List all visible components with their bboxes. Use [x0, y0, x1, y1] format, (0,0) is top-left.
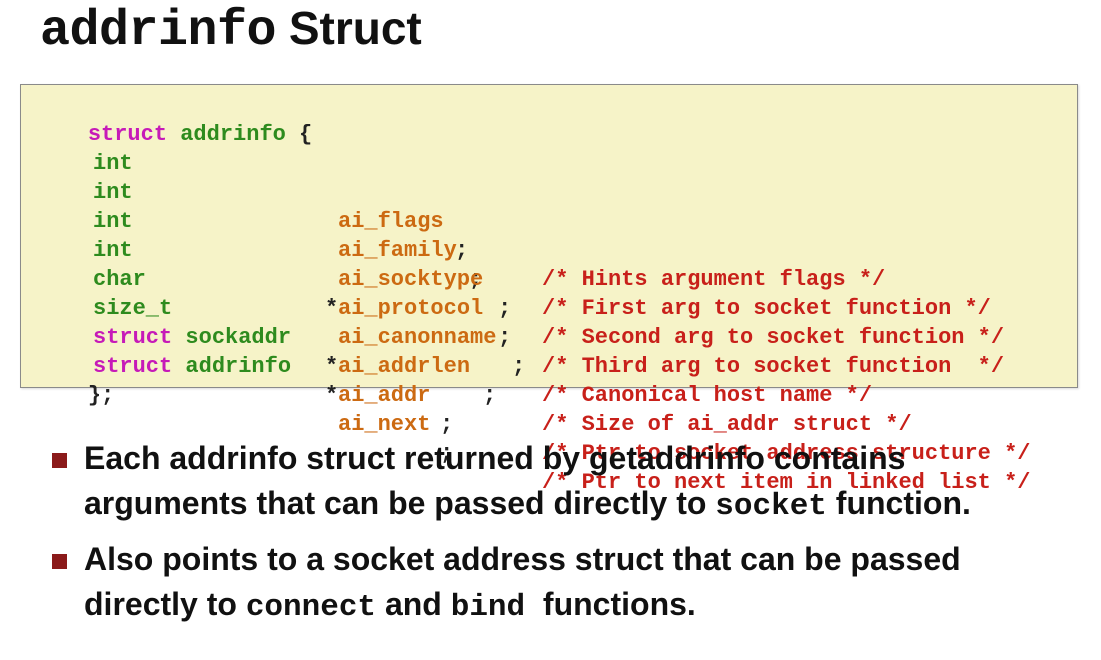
- code-semicolon: ;: [455, 238, 469, 263]
- code-field: ai_family: [338, 238, 457, 263]
- code-type: int: [93, 180, 133, 205]
- title-suffix: Struct: [276, 2, 422, 54]
- code-comment: /* Ptr to next item in linked list */: [542, 470, 1031, 495]
- code-type: size_t: [93, 296, 173, 321]
- code-type: char: [93, 267, 146, 292]
- code-field: ai_socktype: [338, 267, 484, 292]
- bullet-text: Also points to a socket address struct t…: [84, 541, 961, 577]
- code-keyword: struct: [93, 354, 173, 379]
- bullet-item: Also points to a socket address struct t…: [50, 537, 1090, 630]
- code-comment: /* Second arg to socket function */: [542, 325, 1005, 350]
- code-type-group: struct sockaddr: [93, 323, 291, 352]
- code-semicolon: ;: [469, 267, 483, 292]
- code-block: struct addrinfo { int ai_flags ; /* Hint…: [20, 84, 1078, 495]
- code-semicolon: ;: [440, 412, 454, 437]
- bullet-code-term: connect: [245, 590, 377, 625]
- code-line-ai-canonname: char * ai_canonname ; /* Canonical host …: [35, 236, 872, 408]
- square-bullet-icon: [52, 554, 67, 569]
- code-comment: /* Ptr to socket address structure */: [542, 441, 1031, 466]
- bullet-text: Each addrinfo struct returned by getaddr…: [84, 440, 906, 476]
- code-comment: /* First arg to socket function */: [542, 296, 991, 321]
- code-type: int: [93, 209, 133, 234]
- bullet-code-term: socket: [715, 489, 827, 524]
- bullet-text: functions.: [525, 586, 696, 622]
- code-field: ai_addr: [338, 383, 431, 408]
- code-keyword: struct: [93, 325, 173, 350]
- code-line-ai-next: struct addrinfo * ai_next ; /* Ptr to ne…: [35, 323, 1030, 495]
- code-type: addrinfo: [172, 354, 292, 379]
- code-closing-brace: };: [87, 383, 115, 408]
- code-pointer: *: [325, 354, 339, 379]
- slide-title: addrinfo Struct: [40, 0, 422, 60]
- bullet-list: Each addrinfo struct returned by getaddr…: [50, 436, 1090, 638]
- code-semicolon: ;: [512, 354, 526, 379]
- title-struct-name: addrinfo: [40, 3, 277, 60]
- code-line-ai-addr: struct sockaddr * ai_addr ; /* Ptr to so…: [35, 294, 1030, 466]
- code-line-ai-socktype: int ai_socktype ; /* Second arg to socke…: [35, 178, 1004, 350]
- code-type: sockaddr: [172, 325, 292, 350]
- code-brace: {: [285, 122, 313, 147]
- code-field: ai_next: [338, 412, 431, 437]
- code-type: int: [93, 238, 133, 263]
- code-type-group: struct addrinfo: [93, 352, 291, 381]
- code-struct-name: addrinfo: [167, 122, 286, 147]
- code-semicolon: ;: [440, 441, 454, 466]
- code-semicolon: ;: [498, 325, 512, 350]
- code-keyword: struct: [87, 122, 168, 147]
- bullet-code-term: bind: [450, 590, 526, 625]
- code-type: int: [93, 151, 133, 176]
- code-line-struct-close: };: [35, 352, 114, 408]
- code-line-ai-flags: int ai_flags ; /* Hints argument flags *…: [35, 120, 885, 292]
- bullet-text: and: [376, 586, 451, 622]
- bullet-text: function.: [826, 485, 971, 521]
- code-line-ai-addrlen: size_t ai_addrlen ; /* Size of ai_addr s…: [35, 265, 912, 437]
- code-field: ai_protocol: [338, 296, 484, 321]
- code-comment: /* Size of ai_addr struct */: [542, 412, 912, 437]
- code-field: ai_addrlen: [338, 354, 471, 379]
- code-comment: /* Hints argument flags */: [542, 267, 886, 292]
- code-pointer: *: [325, 383, 339, 408]
- bullet-text: directly to: [84, 586, 246, 622]
- code-comment: /* Third arg to socket function */: [542, 354, 1005, 379]
- code-semicolon: ;: [483, 383, 497, 408]
- code-semicolon: ;: [498, 296, 512, 321]
- code-field: ai_flags: [338, 209, 444, 234]
- code-line-ai-family: int ai_family ; /* First arg to socket f…: [35, 149, 991, 321]
- bullet-item: Each addrinfo struct returned by getaddr…: [50, 436, 1090, 529]
- code-line-ai-protocol: int ai_protocol ; /* Third arg to socket…: [35, 207, 1004, 379]
- code-field: ai_canonname: [338, 325, 497, 350]
- square-bullet-icon: [52, 453, 67, 468]
- code-line-struct-open: struct addrinfo {: [35, 91, 312, 147]
- code-pointer: *: [325, 296, 339, 321]
- code-comment: /* Canonical host name */: [542, 383, 873, 408]
- bullet-text: arguments that can be passed directly to: [84, 485, 716, 521]
